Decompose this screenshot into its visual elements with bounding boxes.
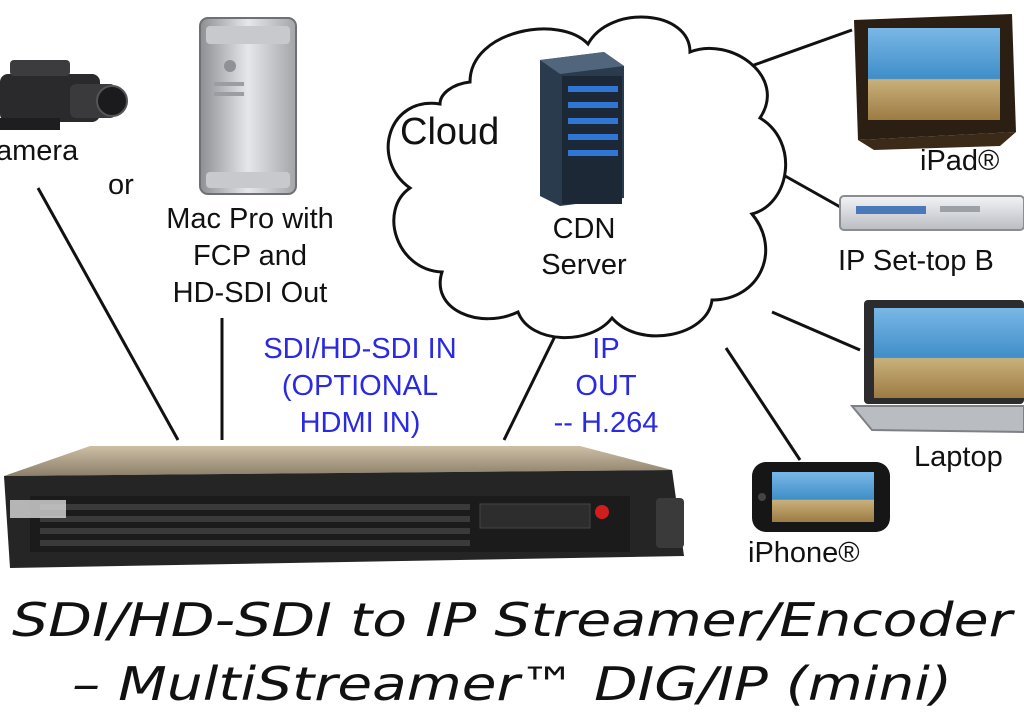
cdn-server-label-line2: Server (541, 249, 627, 281)
ipad-icon (854, 14, 1016, 150)
cdn-server-icon (540, 52, 624, 206)
sdi-in-line2: (OPTIONAL (282, 370, 438, 402)
ip-out-line3: -- H.264 (554, 407, 659, 439)
settop-label: IP Set-top B (838, 245, 994, 277)
line-cloud-ipad (739, 28, 853, 72)
or-label: or (108, 169, 134, 201)
sdi-in-annotation: SDI/HD-SDI IN (OPTIONAL HDMI IN) (263, 333, 456, 439)
iphone-icon (752, 462, 890, 532)
line-cloud-encoder (502, 325, 562, 441)
ipad-label: iPad® (920, 145, 999, 177)
line-cloud-iphone (724, 347, 802, 461)
sdi-in-line3: HDMI IN) (300, 407, 421, 439)
mac-pro-icon (199, 17, 297, 195)
mac-pro-label: Mac Pro with FCP and HD-SDI Out (166, 203, 334, 309)
line-cloud-laptop (771, 310, 861, 352)
cloud-label: Cloud (400, 111, 499, 153)
camera-label: amera (0, 135, 79, 167)
mac-pro-label-line2: FCP and (193, 240, 307, 272)
iphone-label: iPhone® (748, 537, 860, 569)
ip-out-line2: OUT (575, 370, 637, 402)
ip-out-annotation: IP OUT -- H.264 (554, 333, 659, 439)
ip-out-line1: IP (592, 333, 619, 365)
line-camera-encoder (36, 187, 180, 441)
cdn-server-label-line1: CDN (553, 213, 616, 245)
connection-lines (36, 28, 861, 461)
laptop-label: Laptop (914, 441, 1003, 473)
sdi-in-line1: SDI/HD-SDI IN (263, 333, 456, 365)
laptop-icon (849, 300, 1024, 434)
encoder-rack-unit (4, 446, 684, 568)
caption-line1: SDI/HD-SDI to IP Streamer/Encoder (12, 593, 1016, 647)
caption-line2: – MultiStreamer™ DIG/IP (mini) (72, 657, 952, 711)
cdn-server-label: CDN Server (541, 213, 627, 281)
line-cloud-settop (777, 170, 843, 210)
settop-box-icon (839, 195, 1024, 231)
mac-pro-label-line3: HD-SDI Out (173, 277, 328, 309)
mac-pro-label-line1: Mac Pro with (166, 203, 334, 235)
camera-icon (0, 60, 128, 130)
